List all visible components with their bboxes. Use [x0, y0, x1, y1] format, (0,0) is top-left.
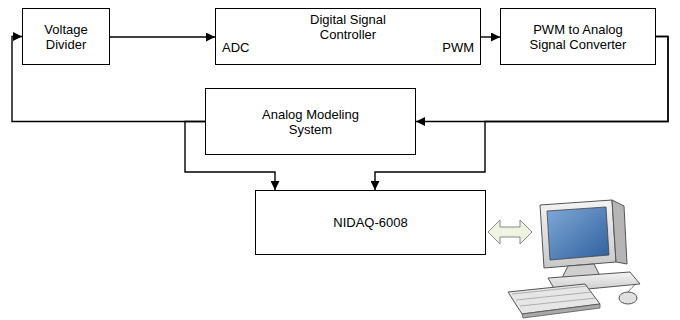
port-label: PWM — [442, 40, 474, 55]
box-label: Voltage Divider — [28, 22, 104, 52]
signal-arrow — [110, 36, 215, 37]
process-box: PWM to Analog Signal Converter — [500, 8, 656, 65]
box-label: PWM to Analog Signal Converter — [520, 22, 636, 52]
port-label: ADC — [222, 40, 249, 55]
computer-icon — [508, 200, 640, 318]
process-box: Analog Modeling System — [205, 88, 416, 155]
box-label: NIDAQ-6008 — [333, 215, 407, 230]
box-title: Digital Signal Controller — [289, 12, 407, 42]
process-box: NIDAQ-6008 — [255, 190, 486, 255]
process-box: Voltage Divider — [22, 8, 110, 65]
box-label: Analog Modeling System — [251, 107, 371, 137]
signal-arrow — [481, 36, 500, 37]
controller-box: Digital Signal ControllerADC PWM — [215, 8, 481, 65]
double-arrow — [488, 220, 532, 244]
